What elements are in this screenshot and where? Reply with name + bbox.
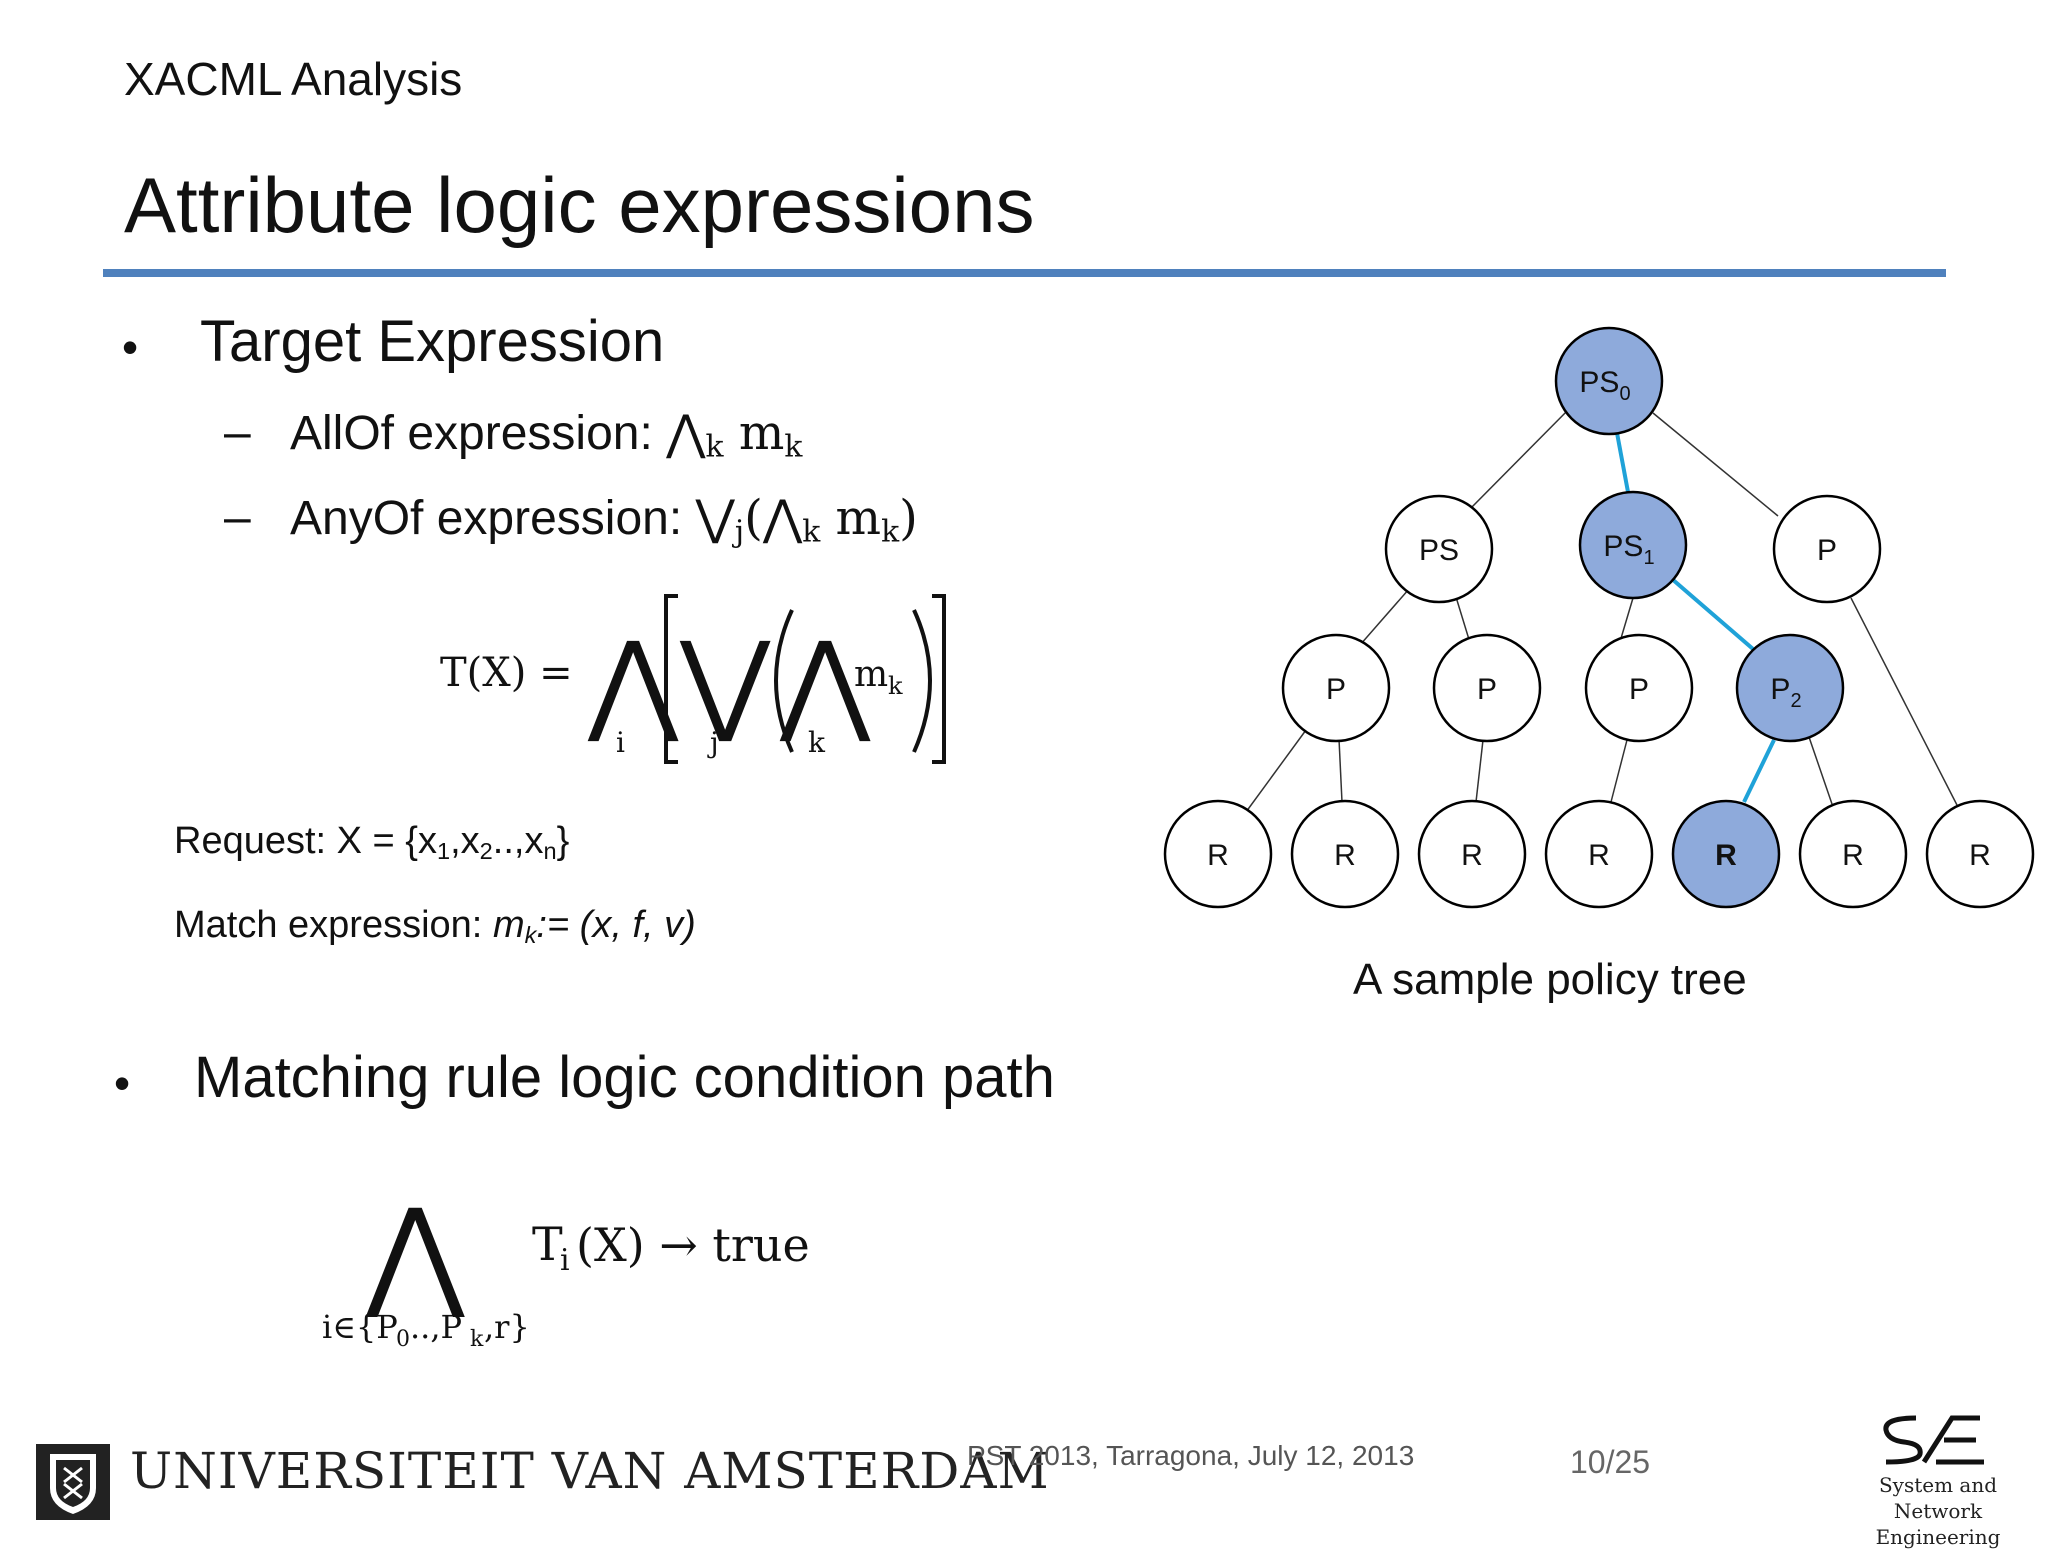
svg-text:k: k: [808, 726, 826, 759]
tree-edge: [1338, 738, 1343, 803]
node-r-highlighted-label: R: [1715, 839, 1737, 872]
node-p2-label: P2: [1770, 673, 1801, 712]
tree-edge: [1808, 736, 1833, 805]
node-r-label: R: [1207, 839, 1229, 872]
svg-text:j: j: [707, 726, 719, 759]
node-p-right-label: P: [1817, 534, 1837, 567]
bullet-dot: •: [114, 1057, 131, 1109]
tree-edge: [1475, 739, 1484, 803]
highlighted-path-edge: [1742, 739, 1776, 803]
bullet-target-expression: Target Expression: [200, 309, 665, 374]
tree-edge: [1610, 739, 1628, 803]
request-label: Request: X = {x: [174, 820, 437, 862]
university-name: UNIVERSITEIT VAN AMSTERDAM: [130, 1442, 1050, 1500]
allof-formula: ⋀k mk: [666, 405, 803, 465]
svg-text:⋀: ⋀: [587, 618, 679, 746]
node-r: [1925, 799, 2035, 909]
bullet-matching-rule: Matching rule logic condition path: [194, 1045, 1055, 1110]
anyof-line: AnyOf expression: ⋁j(⋀k mk): [290, 490, 918, 549]
node-p2: [1735, 633, 1845, 743]
title-divider: [103, 269, 1946, 277]
node-ps0: [1554, 326, 1664, 436]
match-label: Match expression:: [174, 904, 483, 946]
allof-line: AllOf expression: ⋀k mk: [290, 405, 802, 464]
dash: –: [224, 406, 251, 459]
section-label: XACML Analysis: [124, 53, 463, 105]
svg-text:k: k: [470, 1327, 484, 1350]
node-ps1: [1578, 490, 1688, 600]
rule-path-tail: (X) → true: [576, 1218, 810, 1272]
svg-text:i: i: [616, 726, 625, 759]
node-r-highlighted: [1671, 799, 1781, 909]
node-r-label: R: [1588, 839, 1610, 872]
target-formula: T(X) = ⋀ i ⋁ j ⋀ k m k: [440, 594, 946, 764]
request-line: Request: X = {x1,x2..,xn}: [174, 820, 570, 864]
node-r: [1544, 799, 1654, 909]
node-r: [1798, 799, 1908, 909]
tree-edge: [1652, 412, 1779, 517]
svg-text:..,P: ..,P: [410, 1308, 462, 1346]
node-r: [1417, 799, 1527, 909]
policy-tree: PS0 PS PS1 P P P P P2 R R R R R R R: [1163, 326, 2035, 909]
node-p-label: P: [1477, 673, 1497, 706]
node-r-label: R: [1842, 839, 1864, 872]
node-r-label: R: [1334, 839, 1356, 872]
tree-edge: [1359, 588, 1410, 646]
node-p: [1281, 633, 1391, 743]
svg-text:T: T: [532, 1217, 563, 1271]
sne-logo-icon: [1883, 1415, 1984, 1465]
tree-edge: [1245, 729, 1307, 813]
highlighted-path-edge: [1670, 577, 1755, 651]
svg-text:T(X) =: T(X) =: [440, 650, 573, 696]
node-p-right: [1772, 494, 1882, 604]
highlighted-path-edge: [1615, 432, 1630, 493]
match-line: Match expression: mk:= (x, f, v): [174, 904, 696, 948]
node-p: [1584, 633, 1694, 743]
svg-text:i: i: [560, 1243, 570, 1278]
svg-text:,r}: ,r}: [484, 1308, 530, 1346]
sne-label: System and Network Engineering: [1875, 1473, 2001, 1549]
page-number: 10/25: [1570, 1444, 1651, 1480]
svg-text:0: 0: [396, 1327, 410, 1350]
node-ps-label: PS: [1419, 534, 1459, 567]
node-r: [1163, 799, 1273, 909]
rule-path-formula: ⋀ i∈{P 0 ..,P k ,r} T i: [322, 1190, 570, 1350]
anyof-label: AnyOf expression:: [290, 492, 683, 545]
svg-text:⋀: ⋀: [365, 1190, 465, 1323]
svg-text:k: k: [888, 672, 903, 700]
allof-label: AllOf expression:: [290, 407, 653, 460]
node-ps: [1384, 494, 1494, 604]
svg-text:i∈{P: i∈{P: [322, 1308, 398, 1346]
anyof-formula: ⋁j(⋀k mk): [695, 490, 918, 550]
node-ps0-label: PS0: [1579, 366, 1630, 405]
node-r-label: R: [1969, 839, 1991, 872]
dash: –: [224, 491, 251, 544]
node-p-label: P: [1326, 673, 1346, 706]
svg-text:⋁: ⋁: [679, 618, 771, 746]
conference-info: PST 2013, Tarragona, July 12, 2013: [967, 1440, 1415, 1471]
tree-edge: [1468, 405, 1573, 511]
tree-edge: [1850, 597, 1959, 808]
tree-caption: A sample policy tree: [1353, 955, 1747, 1004]
match-value: = (x, f, v): [546, 904, 696, 946]
node-r-label: R: [1461, 839, 1483, 872]
node-r: [1290, 799, 1400, 909]
node-ps1-label: PS1: [1603, 530, 1654, 569]
uva-crest-icon: [36, 1444, 110, 1520]
slide-title: Attribute logic expressions: [124, 161, 1035, 249]
svg-text:⋀: ⋀: [779, 618, 871, 746]
node-p-label: P: [1629, 673, 1649, 706]
svg-text:m: m: [854, 654, 888, 695]
bullet-dot: •: [122, 321, 139, 373]
node-p: [1432, 633, 1542, 743]
